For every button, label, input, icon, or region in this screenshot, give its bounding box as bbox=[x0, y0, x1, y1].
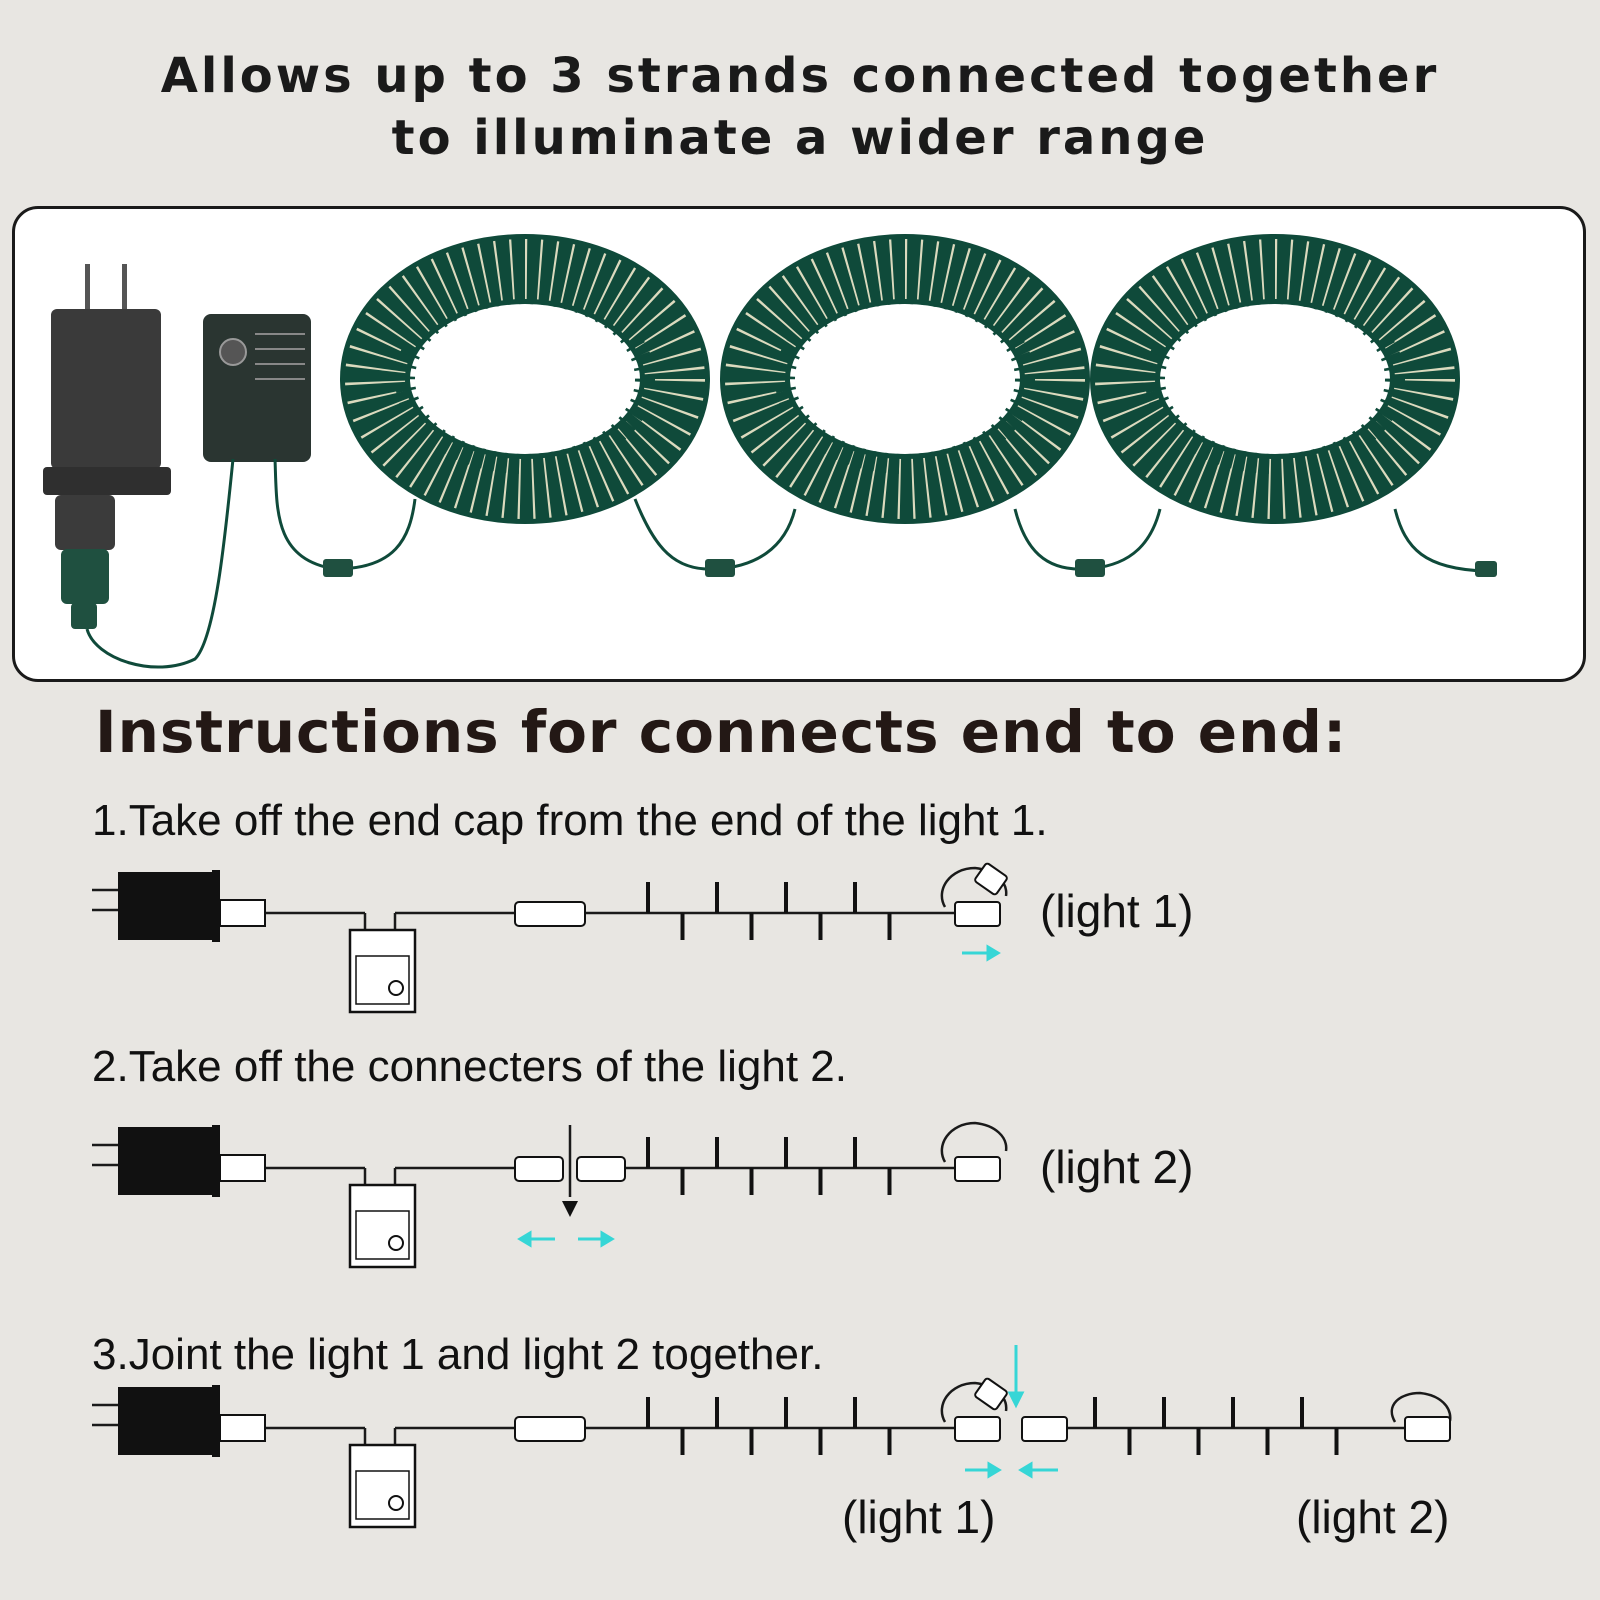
connectors bbox=[323, 559, 1497, 577]
end-cap-icon bbox=[954, 1156, 1001, 1182]
instructions-title: Instructions for connects end to end: bbox=[95, 698, 1348, 766]
light-string-coil-icon bbox=[340, 234, 710, 524]
arrow-icon bbox=[965, 1345, 1058, 1479]
bulb-row bbox=[646, 882, 892, 940]
power-adapter-icon bbox=[118, 1125, 266, 1197]
light-1-label: (light 1) bbox=[842, 1491, 996, 1543]
arrow-icon bbox=[517, 1230, 615, 1248]
arrow-icon bbox=[562, 1201, 578, 1217]
connector-icon bbox=[514, 1416, 1068, 1442]
light-string-coil-icon bbox=[1090, 234, 1460, 524]
controller-box-icon bbox=[348, 1443, 417, 1529]
connector-icon bbox=[514, 1156, 626, 1182]
product-photo-panel bbox=[12, 206, 1586, 682]
bulb-row bbox=[646, 1137, 892, 1195]
step-3-text: 3.Joint the light 1 and light 2 together… bbox=[92, 1330, 824, 1379]
power-adapter-icon bbox=[43, 264, 171, 629]
end-cap-icon bbox=[954, 862, 1008, 927]
diagram-step-3 bbox=[92, 1345, 1452, 1529]
connector-icon bbox=[514, 901, 586, 927]
diagram-step-1 bbox=[92, 862, 1008, 1014]
light-1-label: (light 1) bbox=[1040, 885, 1194, 937]
step-2-text: 2.Take off the connecters of the light 2… bbox=[92, 1042, 848, 1091]
headline-line-1: Allows up to 3 strands connected togethe… bbox=[160, 48, 1440, 104]
headline-line-2: to illuminate a wider range bbox=[391, 110, 1209, 166]
power-adapter-icon bbox=[118, 1385, 266, 1457]
light-2-label: (light 2) bbox=[1296, 1491, 1450, 1543]
controller-box-icon bbox=[203, 314, 311, 462]
diagram-step-2 bbox=[92, 1121, 1008, 1269]
arrow-icon bbox=[962, 944, 1001, 962]
controller-box-icon bbox=[348, 928, 417, 1014]
step-1-text: 1.Take off the end cap from the end of t… bbox=[92, 796, 1048, 845]
light-2-label: (light 2) bbox=[1040, 1141, 1194, 1193]
end-cap-icon bbox=[954, 1377, 1451, 1442]
light-string-coil-icon bbox=[720, 234, 1090, 524]
product-photo-illustration bbox=[43, 234, 1497, 669]
controller-box-icon bbox=[348, 1183, 417, 1269]
bulb-row bbox=[646, 1397, 892, 1455]
bulb-row bbox=[1093, 1397, 1339, 1455]
power-adapter-icon bbox=[118, 870, 266, 942]
